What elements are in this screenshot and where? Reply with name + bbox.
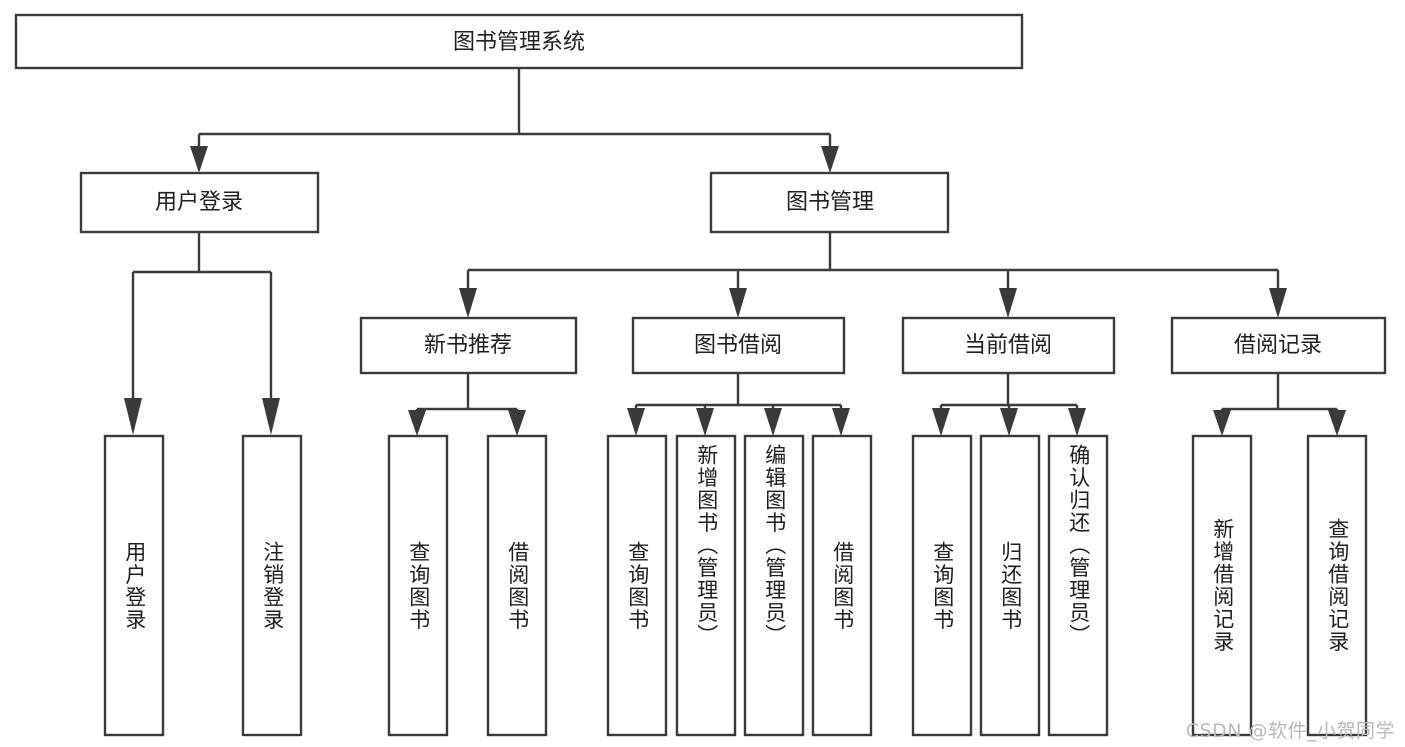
arrow-leaf-confirm-return <box>1068 408 1086 436</box>
node-leaf-add-book[interactable] <box>675 434 737 737</box>
arrow-leaf-return-book <box>1000 408 1018 436</box>
node-current-borrow[interactable] <box>901 316 1116 375</box>
arrow-to-user-login <box>190 146 208 173</box>
arrow-current-borrow <box>999 288 1017 318</box>
arrow-leaf-borrow-book-1 <box>508 410 526 436</box>
node-leaf-query-book-3[interactable] <box>911 434 973 737</box>
label-root: 图书管理系统 <box>453 30 585 55</box>
label-book-manage: 图书管理 <box>786 190 874 215</box>
node-borrow-record[interactable] <box>1170 316 1387 375</box>
connector-layer <box>124 68 1346 436</box>
label-new-book-recommend: 新书推荐 <box>424 333 512 358</box>
node-new-book-recommend[interactable] <box>359 316 578 375</box>
node-leaf-borrow-book-2[interactable] <box>811 434 873 737</box>
node-book-manage[interactable] <box>709 171 950 234</box>
arrow-borrow-record <box>1269 288 1287 318</box>
node-leaf-query-record[interactable] <box>1306 434 1368 737</box>
label-borrow-record: 借阅记录 <box>1234 333 1322 358</box>
arrow-leaf-query-record <box>1328 410 1346 436</box>
arrow-leaf-edit-book <box>764 408 782 436</box>
node-leaf-query-book-1[interactable] <box>387 434 449 737</box>
arrow-book-borrow <box>729 288 747 318</box>
node-user-login[interactable] <box>79 171 320 234</box>
node-root[interactable] <box>14 13 1024 70</box>
watermark-csdn: CSDN @软件_小贺同学 <box>1185 720 1395 742</box>
node-leaf-logout[interactable] <box>241 434 303 737</box>
arrow-leaf-add-book <box>696 408 714 436</box>
node-book-borrow[interactable] <box>631 316 846 375</box>
node-leaf-confirm-return[interactable] <box>1047 434 1109 737</box>
arrow-leaf-user-login <box>124 398 142 435</box>
arrow-new-book-recommend <box>459 288 477 318</box>
node-layer <box>14 13 1387 737</box>
arrow-leaf-add-record <box>1213 410 1231 436</box>
node-leaf-query-book-2[interactable] <box>606 434 668 737</box>
label-layer-horizontal: 图书管理系统 用户登录 图书管理 新书推荐 图书借阅 当前借阅 借阅记录 <box>155 30 1322 358</box>
arrow-to-book-manage <box>821 146 839 173</box>
node-leaf-user-login[interactable] <box>103 434 165 737</box>
label-user-login: 用户登录 <box>155 190 243 215</box>
node-leaf-edit-book[interactable] <box>743 434 805 737</box>
arrow-leaf-borrow-book-2 <box>832 408 850 436</box>
node-leaf-return-book[interactable] <box>979 434 1041 737</box>
node-leaf-borrow-book-1[interactable] <box>486 434 548 737</box>
label-book-borrow: 图书借阅 <box>694 333 782 358</box>
arrow-leaf-query-book-3 <box>932 408 950 436</box>
arrow-leaf-query-book-2 <box>627 408 645 436</box>
arrow-leaf-query-book-1 <box>408 410 426 436</box>
node-leaf-add-record[interactable] <box>1191 434 1253 737</box>
label-current-borrow: 当前借阅 <box>964 333 1052 358</box>
arrow-leaf-logout <box>262 398 280 435</box>
